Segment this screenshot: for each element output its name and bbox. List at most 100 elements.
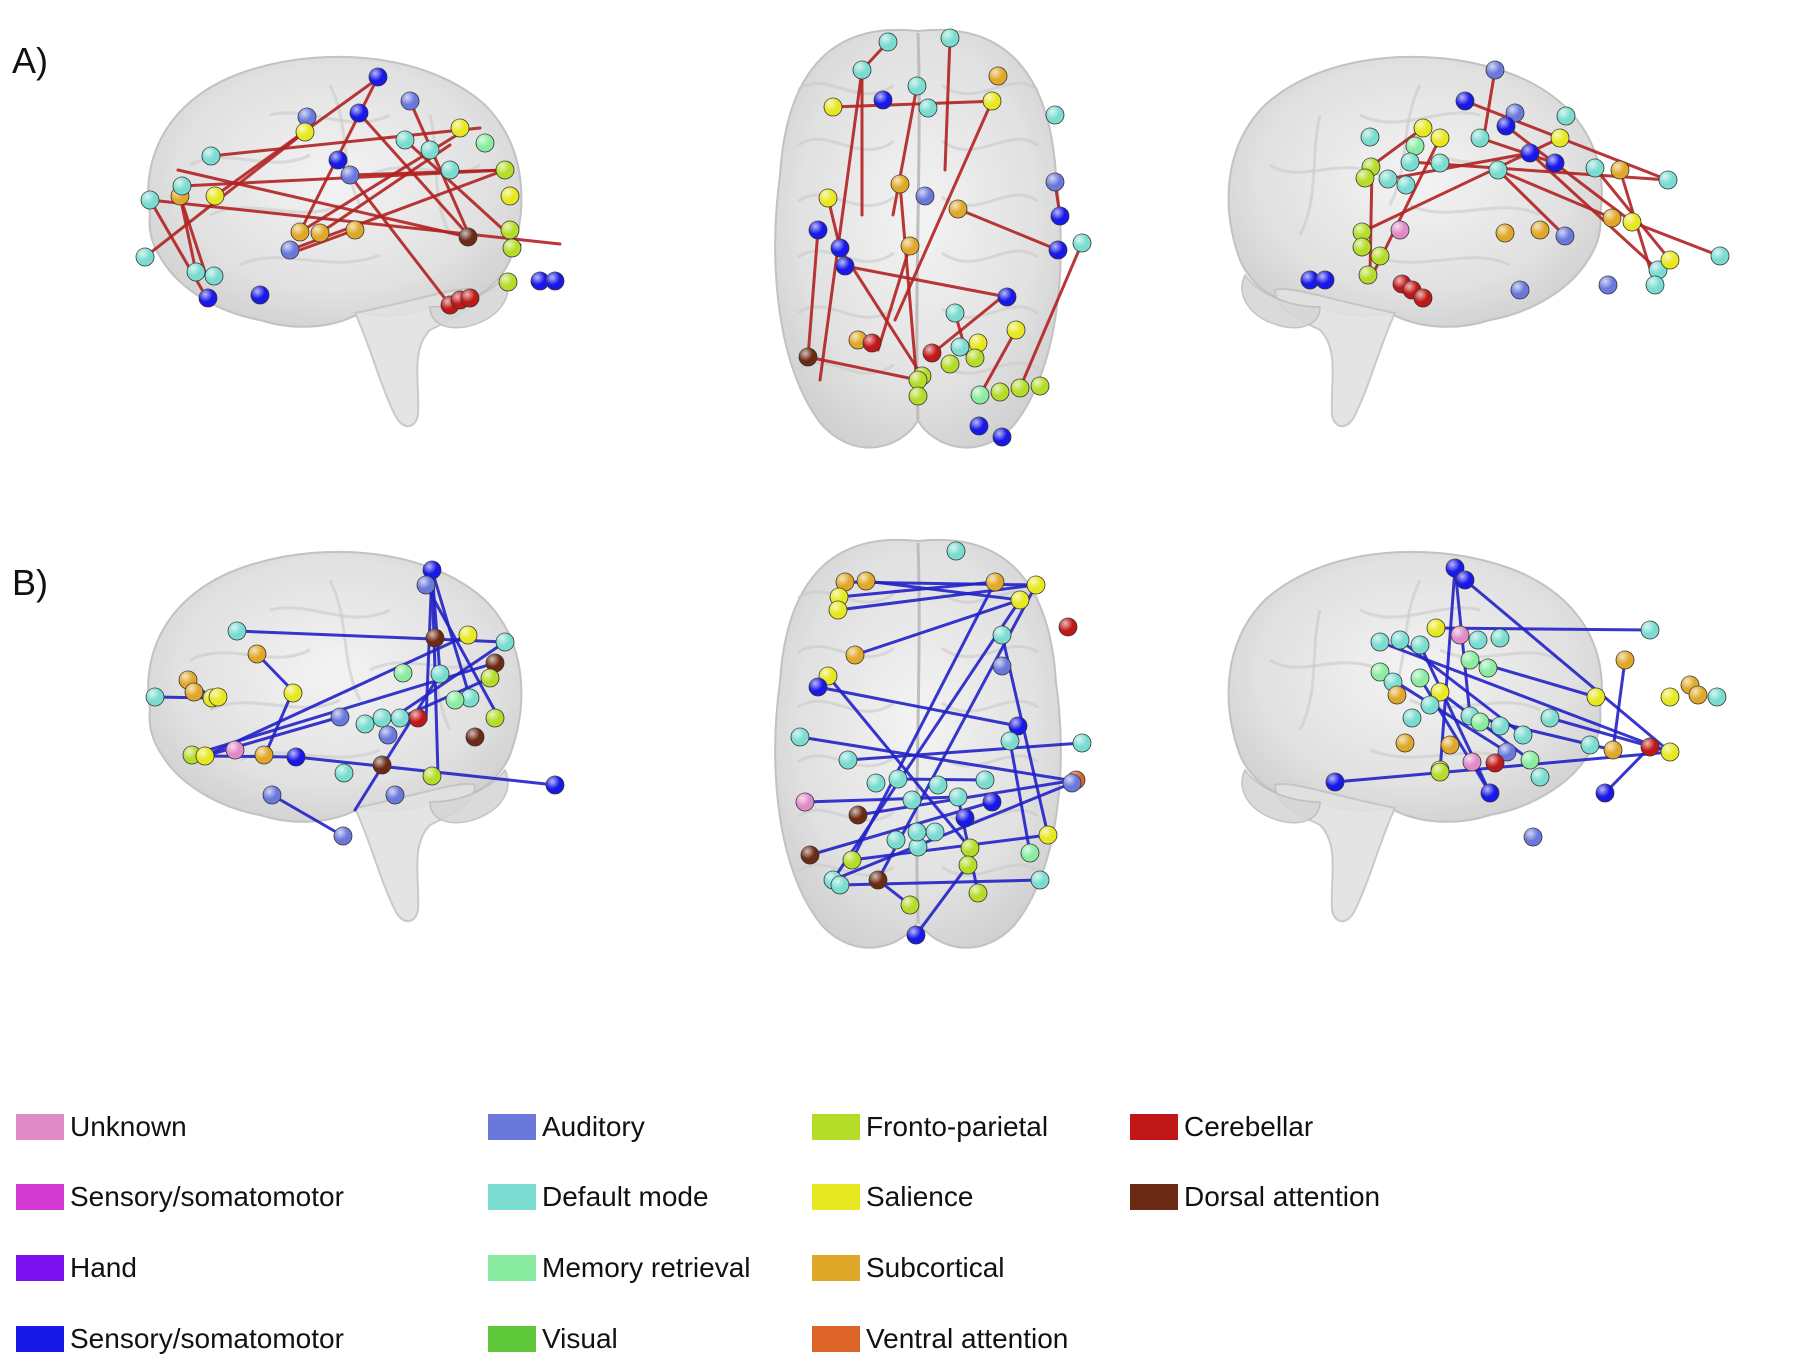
node-highlight [394,664,412,682]
gyrus-line [269,111,391,124]
legend-item: Unknown [16,1107,187,1147]
node-highlight [1059,618,1077,636]
region-node [1430,153,1450,173]
connection-edge [1630,220,1722,258]
connection-edge [298,228,357,252]
node-highlight [1531,768,1549,786]
region-node [1485,60,1505,80]
region-node [928,775,948,795]
region-node [420,140,440,160]
node-highlight [187,263,205,281]
region-node [1540,708,1560,728]
legend-swatch [812,1184,860,1210]
region-node [500,186,520,206]
node-highlight [1001,732,1019,750]
region-node [992,625,1012,645]
region-node [856,571,876,591]
gyrus-line [941,137,1039,152]
region-node [1405,136,1425,156]
node-highlight [1596,784,1614,802]
node-highlight [501,187,519,205]
node-highlight [1611,161,1629,179]
node-highlight [255,746,273,764]
region-node [900,236,920,256]
connection-edge [914,863,970,937]
node-highlight [417,576,435,594]
connection-edge [148,198,210,302]
cortex-shape [147,55,523,328]
region-node [1660,250,1680,270]
node-highlight [334,827,352,845]
node-highlight [1301,271,1319,289]
node-highlight [831,239,849,257]
node-highlight [146,688,164,706]
region-node [1462,752,1482,772]
region-node [1510,280,1530,300]
region-node [205,186,225,206]
region-node [1640,620,1660,640]
legend-item: Default mode [488,1177,709,1217]
connection-edge [931,295,1004,355]
gyrus-line [209,698,341,712]
legend-item: Auditory [488,1107,645,1147]
legend-item: Sensory/somatomotor [16,1177,344,1217]
region-node [1072,233,1092,253]
node-highlight [1031,871,1049,889]
region-node [458,227,478,247]
gyrus-line [1298,609,1322,731]
region-node [400,91,420,111]
region-node [422,560,442,580]
connection-edge [357,111,472,239]
node-highlight [1427,619,1445,637]
gyrus-line [1388,84,1422,206]
node-highlight [831,876,849,894]
node-highlight [901,896,919,914]
panel-label-a: A) [12,40,48,81]
region-node [145,687,165,707]
legend-swatch [488,1184,536,1210]
node-highlight [206,187,224,205]
node-highlight [1641,621,1659,639]
node-highlight [1551,129,1569,147]
connection-edge [1434,626,1652,632]
connection-edge [353,672,442,812]
connection-edge [818,68,864,382]
region-node [982,91,1002,111]
node-highlight [959,856,977,874]
region-node [908,370,928,390]
region-node [545,775,565,795]
node-highlight [1396,734,1414,752]
node-highlight [1401,153,1419,171]
region-node [1450,625,1470,645]
gyrus-line [941,699,1039,713]
node-highlight [1659,171,1677,189]
node-highlight [1397,176,1415,194]
region-node [1470,712,1490,732]
region-node [1325,772,1345,792]
node-highlight [983,793,1001,811]
node-highlight [1051,207,1069,225]
node-highlight [839,751,857,769]
node-highlight [909,371,927,389]
node-highlight [867,774,885,792]
node-highlight [1414,119,1432,137]
node-highlight [824,98,842,116]
region-node [178,670,198,690]
connection-edge [826,674,972,850]
node-highlight [1027,576,1045,594]
legend-swatch [16,1326,64,1352]
node-highlight [1451,626,1469,644]
region-node [333,826,353,846]
node-highlight [946,304,964,322]
region-node [495,632,515,652]
cerebellum-shape [1241,273,1321,329]
connection-edge [318,143,452,235]
node-highlight [451,119,469,137]
node-highlight [205,267,223,285]
region-node [968,883,988,903]
region-node [283,683,303,703]
legend-item: Hand [16,1248,137,1288]
region-node [948,199,968,219]
node-highlight [849,806,867,824]
connection-edge [270,793,345,838]
